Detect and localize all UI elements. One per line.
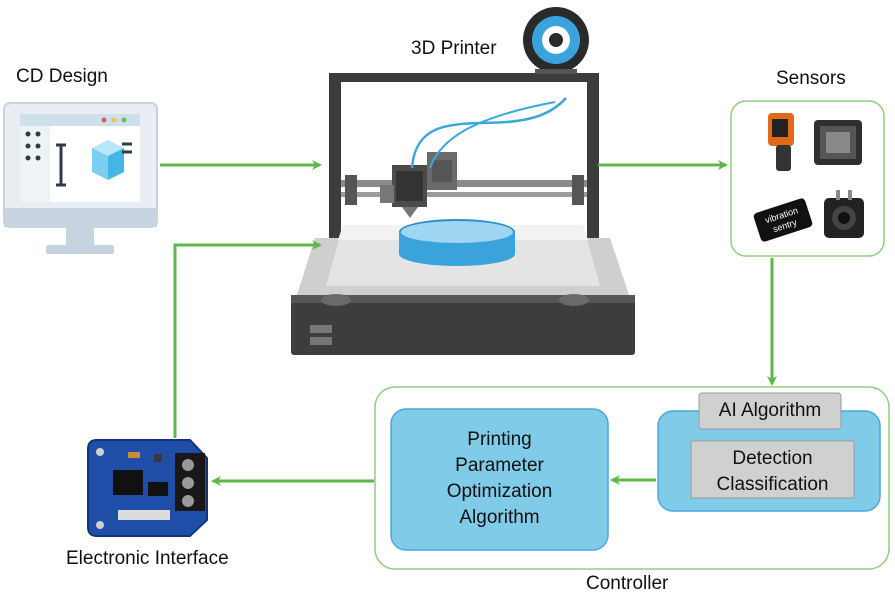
ai-algorithm-label-box bbox=[698, 392, 842, 430]
electronic-interface-label: Electronic Interface bbox=[66, 548, 229, 569]
cd-design-label: CD Design bbox=[16, 66, 108, 87]
sensors-label: Sensors bbox=[776, 68, 846, 89]
electronic-board-icon bbox=[87, 439, 208, 537]
optimization-line: Parameter bbox=[455, 455, 544, 476]
computer-monitor-icon bbox=[3, 102, 158, 254]
3d-printer-illustration bbox=[291, 7, 635, 355]
barcode-scanner-icon bbox=[814, 120, 862, 165]
optimization-box bbox=[390, 408, 609, 551]
optimization-line: Printing bbox=[467, 429, 532, 450]
thermal-camera-icon bbox=[768, 113, 794, 171]
ai-algorithm-text: AI Algorithm bbox=[718, 400, 822, 421]
arrow-board-to-printer bbox=[173, 240, 322, 438]
camera-module-icon bbox=[824, 190, 864, 238]
printer-label: 3D Printer bbox=[411, 38, 497, 59]
detection-classification-box bbox=[690, 440, 855, 499]
classification-text: Classification bbox=[716, 474, 829, 495]
optimization-text-block: Printing Parameter Optimization Algorith… bbox=[391, 427, 608, 531]
vibration-sensor-icon: vibration sentry bbox=[753, 198, 813, 242]
optimization-line: Optimization bbox=[446, 481, 553, 502]
optimization-line: Algorithm bbox=[459, 507, 540, 528]
controller-label: Controller bbox=[586, 573, 669, 594]
detection-text: Detection bbox=[732, 448, 813, 469]
